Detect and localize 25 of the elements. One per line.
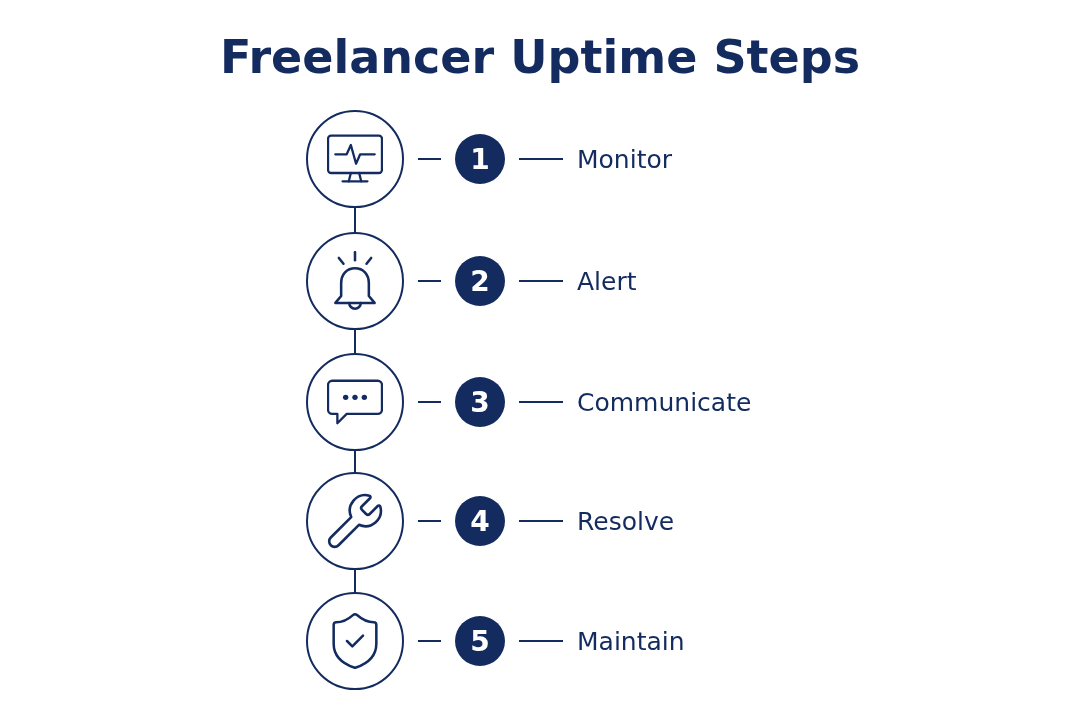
connector-line (518, 158, 564, 160)
connector-line (518, 280, 564, 282)
connector-line (354, 569, 356, 593)
step-number: 3 (455, 377, 505, 427)
step-label: Alert (577, 265, 637, 297)
step-number: 1 (455, 134, 505, 184)
step-label: Monitor (577, 143, 673, 175)
connector-line (417, 280, 442, 282)
step-label: Maintain (577, 625, 685, 657)
step-label: Resolve (577, 505, 675, 537)
title: Freelancer Uptime Steps (218, 29, 862, 85)
step-number: 4 (455, 496, 505, 546)
connector-line (354, 207, 356, 233)
connector-line (518, 401, 564, 403)
connector-line (417, 520, 442, 522)
connector-line (354, 329, 356, 354)
connector-line (417, 158, 442, 160)
connector-line (518, 640, 564, 642)
connector-line (417, 401, 442, 403)
step-number: 5 (455, 616, 505, 666)
connector-line (354, 450, 356, 473)
step-number: 2 (455, 256, 505, 306)
step-label: Communicate (577, 386, 752, 418)
connector-line (417, 640, 442, 642)
connector-line (518, 520, 564, 522)
